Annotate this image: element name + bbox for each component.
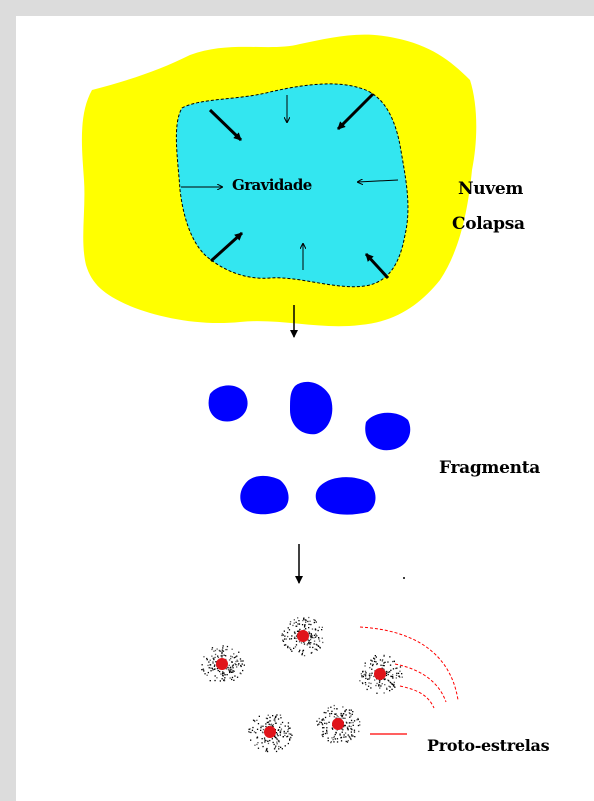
fragments [209,382,411,515]
fragment-blob [290,382,332,434]
star-formation-diagram [16,16,594,801]
gravity-label: Gravidade [232,176,312,194]
protostar [281,617,323,656]
fragment-blob [240,476,288,514]
diagram-canvas: Gravidade Nuvem Colapsa Fragmenta Proto-… [16,16,594,801]
step-arrows [294,305,299,583]
protostars-label: Proto-estrelas [427,736,549,756]
protostar [201,645,245,681]
fragment-blob [209,385,248,421]
cloud-label-line1: Nuvem [458,179,523,199]
fragment-blob [365,413,410,450]
protostar-connectors [360,627,458,708]
fragment-blob [316,477,376,515]
cloud-label-line2: Colapsa [452,214,525,234]
protostar [316,705,360,743]
protostars [201,617,403,752]
protostar [359,655,403,694]
fragments-label: Fragmenta [439,458,540,478]
protostar [248,714,292,752]
